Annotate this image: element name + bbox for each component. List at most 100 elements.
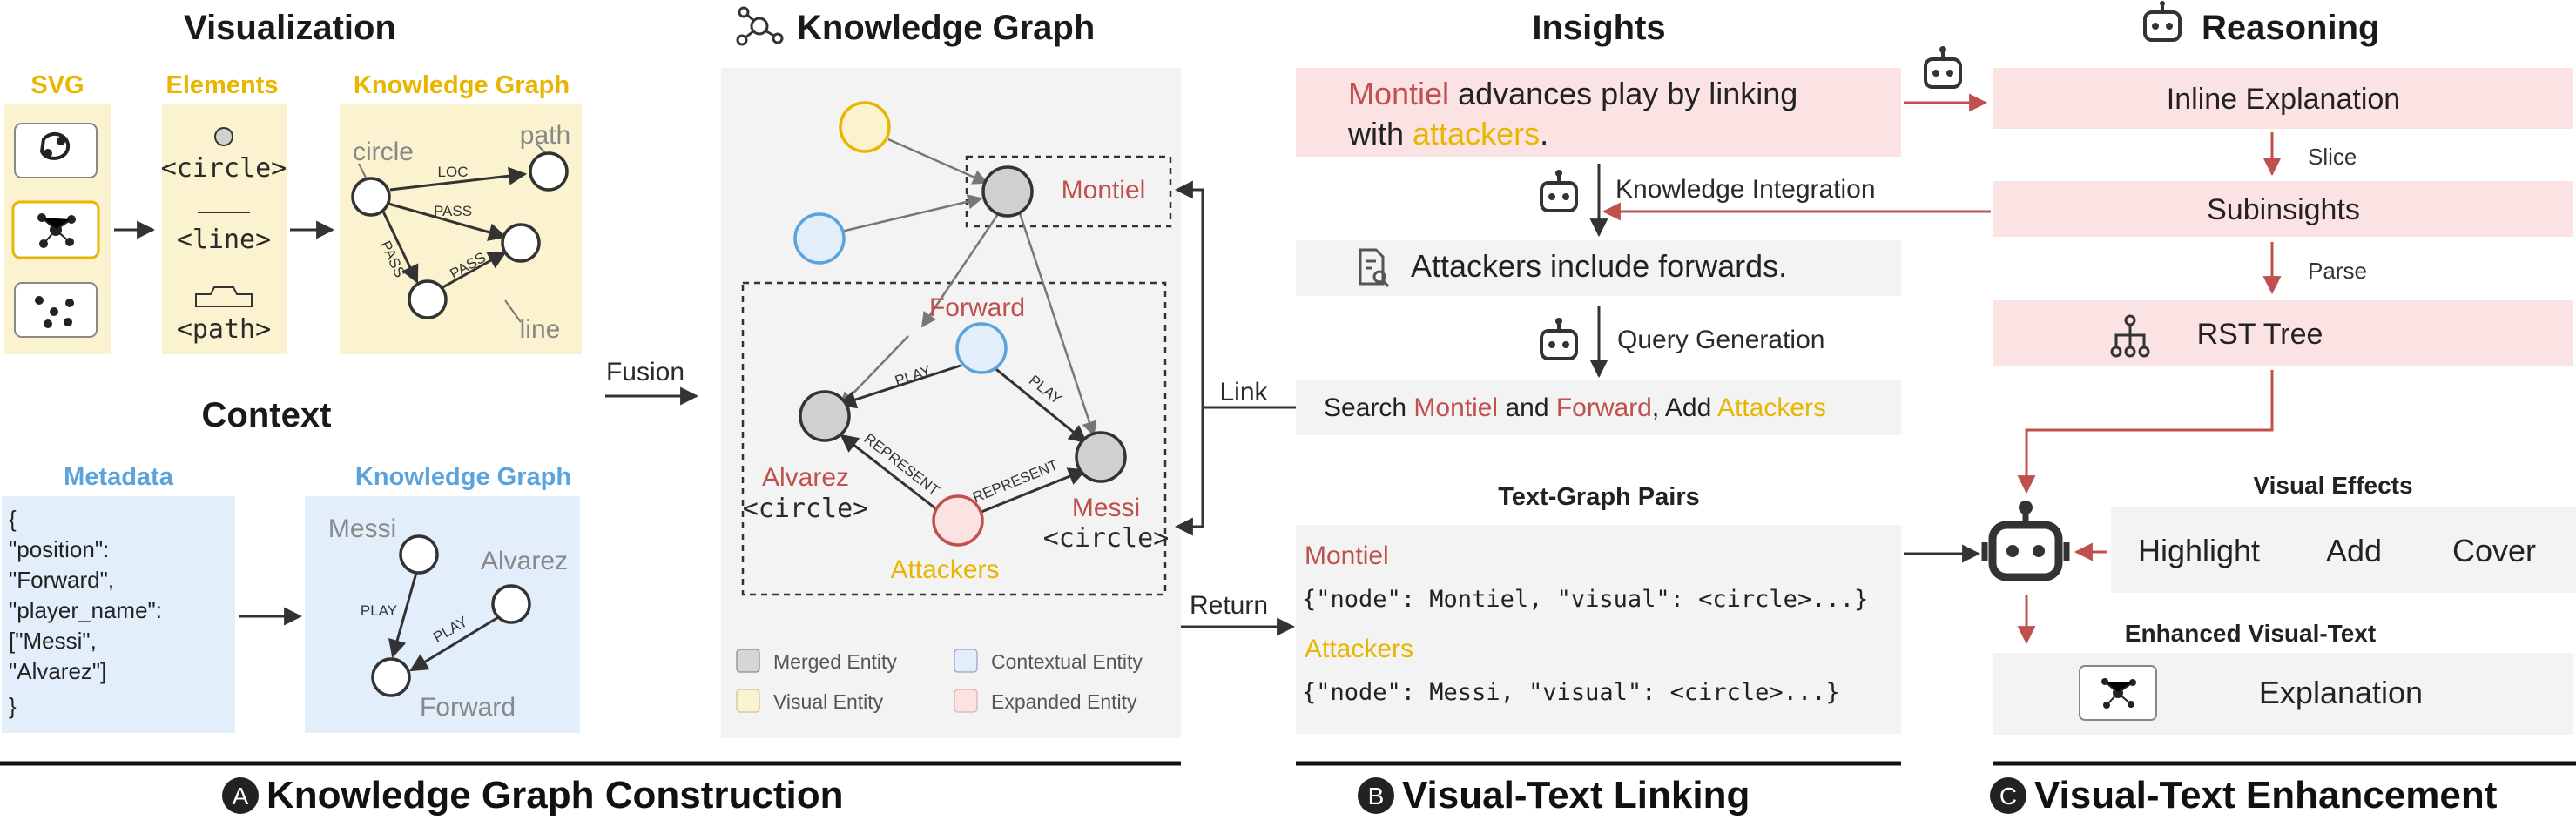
effect-add: Add xyxy=(2326,533,2382,568)
viz-kg-edge-loc: LOC xyxy=(438,164,469,180)
ctx-kg-node-forward xyxy=(371,657,411,697)
inline-explanation-box xyxy=(1993,68,2573,129)
metadata-line: { xyxy=(9,506,17,532)
slice-label: Slice xyxy=(2308,144,2357,170)
field-thumbnail-explanation xyxy=(2079,665,2157,721)
insight-sentence-line2: with attackers. xyxy=(1347,116,1548,151)
ctx-kg-label-forward: Forward xyxy=(420,693,516,722)
element-circle-tag: <circle> xyxy=(161,153,287,184)
query-forward: Forward xyxy=(1556,393,1652,422)
insight-attackers: attackers xyxy=(1413,116,1540,151)
document-search-icon xyxy=(1359,248,1390,287)
viz-kg-node-line xyxy=(408,279,448,319)
kg-node-alvarez xyxy=(799,390,851,442)
link-label: Link xyxy=(1219,378,1268,407)
context-title: Context xyxy=(202,396,332,434)
element-line-tag: <line> xyxy=(177,225,271,255)
ctx-kg-edge xyxy=(409,615,501,672)
pair-json-1: {"node": Montiel, "visual": <circle>...} xyxy=(1302,586,1868,613)
metadata-panel xyxy=(2,496,235,733)
effect-cover: Cover xyxy=(2452,533,2536,568)
kg-title: Knowledge Graph xyxy=(797,9,1095,47)
big-robot-icon xyxy=(1981,501,2070,581)
fact-box xyxy=(1296,240,1901,296)
robot-icon xyxy=(2143,1,2182,42)
robot-icon xyxy=(1540,318,1578,360)
pairs-title: Text-Graph Pairs xyxy=(1498,483,1700,511)
query-generation-label: Query Generation xyxy=(1617,326,1824,354)
kg-label-messi-tag: <circle> xyxy=(1043,523,1170,554)
query-text: Search Montiel and Forward, Add Attacker… xyxy=(1324,393,1826,422)
query-attackers: Attackers xyxy=(1717,393,1826,422)
metadata-line: "Alvarez"] xyxy=(9,658,106,684)
visual-effects-box xyxy=(2111,507,2576,593)
kg-node-forward xyxy=(955,322,1008,374)
query-montiel: Montiel xyxy=(1413,393,1498,422)
section-b-badge xyxy=(1358,777,1394,814)
field-thumbnail-3 xyxy=(14,282,98,338)
viz-kg-node-pass xyxy=(501,223,541,263)
metadata-line: "position": xyxy=(9,536,109,562)
viz-kg-node-circle xyxy=(351,177,391,217)
effect-highlight: Highlight xyxy=(2138,533,2260,568)
ctx-kg-label: Knowledge Graph xyxy=(355,463,571,491)
query-part: , Add xyxy=(1652,393,1717,422)
expanded-dashed-box xyxy=(741,281,1167,596)
kg-panel xyxy=(721,68,1181,738)
path-element-icon xyxy=(195,286,253,307)
query-part: and xyxy=(1498,393,1556,422)
legend-contextual: Contextual Entity xyxy=(991,650,1143,673)
elements-label: Elements xyxy=(166,71,279,99)
reasoning-title: Reasoning xyxy=(2202,9,2379,47)
knowledge-integration-label: Knowledge Integration xyxy=(1615,175,1876,204)
fact-text: Attackers include forwards. xyxy=(1411,248,1787,284)
subinsights-label: Subinsights xyxy=(2207,193,2360,226)
legend-visual: Visual Entity xyxy=(773,690,884,713)
kg-label-forward: Forward xyxy=(929,293,1025,322)
pair-json-2: {"node": Messi, "visual": <circle>...} xyxy=(1302,679,1840,706)
insight-period: . xyxy=(1540,116,1548,151)
ctx-kg-node-messi xyxy=(399,534,439,575)
parse-label: Parse xyxy=(2308,258,2367,284)
viz-kg-label-circle: circle xyxy=(353,138,414,166)
metadata-line: } xyxy=(9,693,17,719)
viz-kg-edge-pass-1: PASS xyxy=(434,203,472,219)
tree-icon xyxy=(2110,314,2150,358)
kg-label-montiel: Montiel xyxy=(1062,176,1146,205)
rst-tree-label: RST Tree xyxy=(2197,318,2323,351)
fusion-label: Fusion xyxy=(606,358,684,386)
kg-label-messi: Messi xyxy=(1072,494,1140,522)
section-a-letter: A xyxy=(233,783,249,810)
visualization-title: Visualization xyxy=(184,9,396,47)
insight-text-1: advances play by linking xyxy=(1449,76,1797,111)
kg-node-contextual xyxy=(793,212,846,265)
legend-expanded: Expanded Entity xyxy=(991,690,1137,713)
viz-kg-edges xyxy=(358,143,550,323)
kg-label-attackers: Attackers xyxy=(890,555,999,584)
legend-swatch-visual xyxy=(736,689,760,713)
ctx-kg-edge-play-1: PLAY xyxy=(361,602,397,619)
rst-to-robot-arrow xyxy=(2017,370,2274,494)
kg-label-alvarez: Alvarez xyxy=(762,463,849,492)
metadata-line: "Forward", xyxy=(9,567,114,593)
insight-sentence-box xyxy=(1296,68,1901,157)
viz-kg-label-path: path xyxy=(520,121,570,150)
kg-node-messi xyxy=(1075,431,1127,483)
legend-swatch-expanded xyxy=(954,689,978,713)
query-box xyxy=(1296,380,1901,435)
metadata-line: ["Messi", xyxy=(9,628,97,654)
viz-kg-label-line: line xyxy=(520,315,561,344)
ctx-kg-label-messi: Messi xyxy=(328,514,396,543)
section-c-title: Visual-Text Enhancement xyxy=(2034,774,2498,817)
field-thumbnail-1 xyxy=(14,123,98,178)
insight-sentence-line1: Montiel advances play by linking xyxy=(1348,76,1797,111)
circle-element-icon xyxy=(214,127,233,146)
section-b-title: Visual-Text Linking xyxy=(1402,774,1750,817)
ctx-kg-node-alvarez xyxy=(491,584,531,624)
kg-dark-edges xyxy=(838,364,1088,515)
knowledge-graph-icon xyxy=(736,6,784,46)
section-b-letter: B xyxy=(1368,783,1385,810)
section-c-letter: C xyxy=(1999,783,2017,810)
link-arrow-top xyxy=(1174,180,1296,409)
